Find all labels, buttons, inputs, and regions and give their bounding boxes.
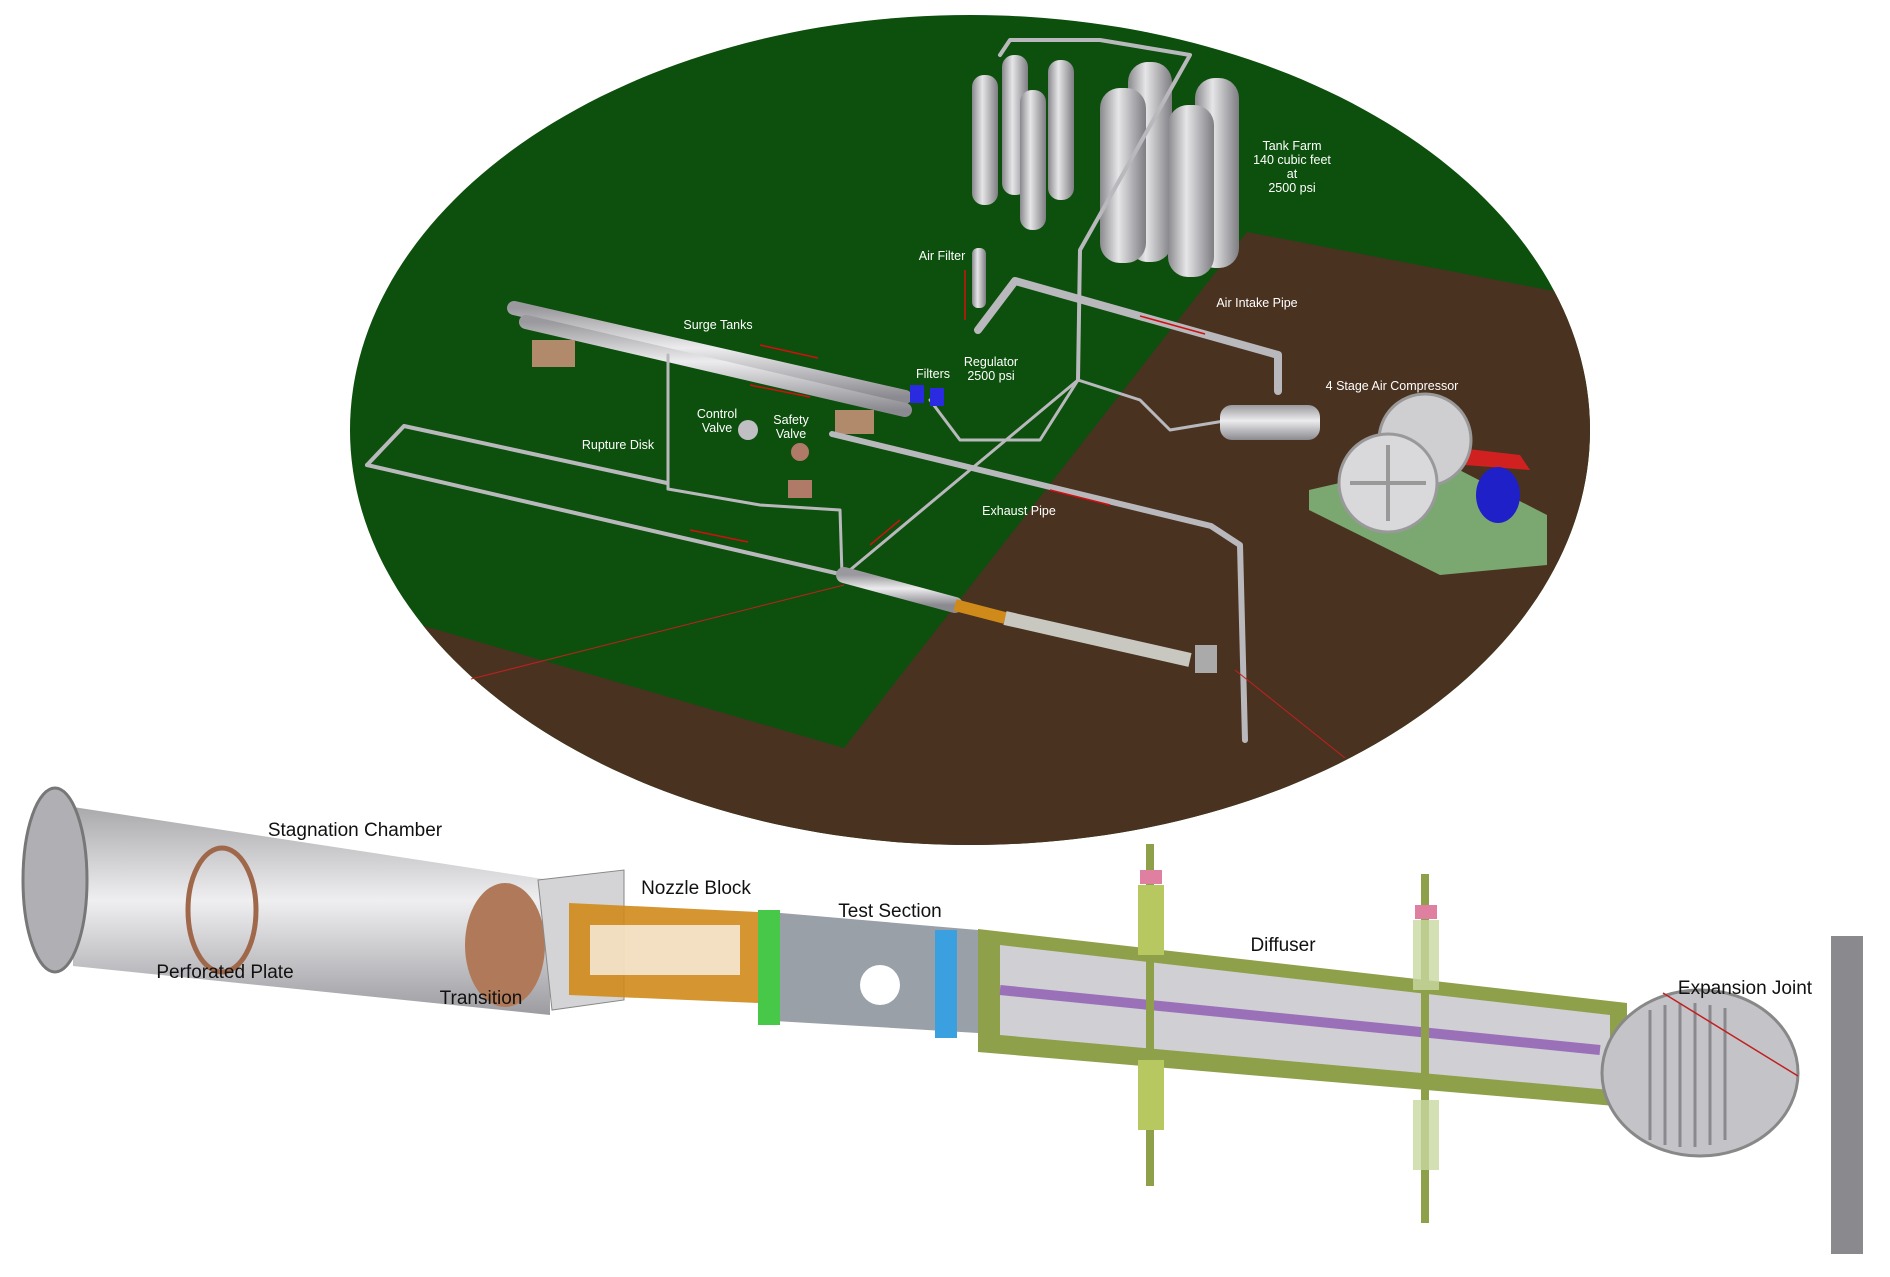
label-transition: Transition xyxy=(440,988,523,1009)
flow-direction-line xyxy=(1662,992,1799,1077)
label-compressor: 4 Stage Air Compressor xyxy=(1326,379,1459,393)
label-surge-tanks: Surge Tanks xyxy=(683,318,752,332)
expansion-joint-bellows xyxy=(1648,1003,1727,1147)
ground-area xyxy=(350,232,1590,845)
facility-overview: Tank Farm 140 cubic feet at 2500 psi Air… xyxy=(350,15,1590,845)
tank-farm xyxy=(972,38,1239,382)
surge-tank-support xyxy=(532,340,575,367)
diffuser-jack-2 xyxy=(1413,874,1439,1223)
air-filter xyxy=(972,248,986,308)
label-control-valve: Control xyxy=(697,407,737,421)
stagnation-chamber xyxy=(73,807,550,1015)
transition-cone xyxy=(465,883,545,1007)
tunnel-detail: Stagnation Chamber Perforated Plate Tran… xyxy=(21,786,1863,1254)
label-tank-farm: Tank Farm xyxy=(1262,139,1321,153)
zoom-connector-left xyxy=(470,584,845,680)
test-section-flange-left xyxy=(758,910,780,1025)
label-safety-valve-2: Valve xyxy=(776,427,806,441)
tunnel-labels: Stagnation Chamber Perforated Plate Tran… xyxy=(156,820,1812,1009)
label-tank-farm-at: at xyxy=(1287,167,1298,181)
exhaust-vertical-pipe xyxy=(1831,936,1863,1254)
label-safety-valve: Safety xyxy=(773,413,809,427)
label-air-intake-pipe: Air Intake Pipe xyxy=(1216,296,1297,310)
exhaust-pipe xyxy=(829,431,1248,743)
label-perforated-plate: Perforated Plate xyxy=(156,962,293,983)
label-air-filter: Air Filter xyxy=(919,249,966,263)
flow-arrows xyxy=(689,270,1206,546)
zoom-connector-right xyxy=(1234,669,1346,759)
label-exhaust-pipe: Exhaust Pipe xyxy=(982,504,1056,518)
label-test-section: Test Section xyxy=(838,901,942,922)
chamber-flange xyxy=(21,786,89,974)
control-valve xyxy=(738,420,758,440)
label-diffuser: Diffuser xyxy=(1250,935,1316,956)
air-compressor xyxy=(1220,392,1547,575)
diffuser-jack-1 xyxy=(1138,844,1164,1186)
surge-tank-1 xyxy=(507,301,912,404)
safety-valve xyxy=(791,443,809,461)
perforated-plate xyxy=(185,845,259,975)
label-expansion-joint: Expansion Joint xyxy=(1678,978,1813,999)
label-regulator-pressure: 2500 psi xyxy=(967,369,1014,383)
label-stagnation-chamber: Stagnation Chamber xyxy=(268,820,443,841)
facility-labels: Tank Farm 140 cubic feet at 2500 psi Air… xyxy=(582,139,1458,518)
label-tank-farm-capacity: 140 cubic feet xyxy=(1253,153,1331,167)
filter-1 xyxy=(910,385,924,403)
filter-2 xyxy=(930,388,944,406)
label-control-valve-2: Valve xyxy=(702,421,732,435)
tunnel-miniature xyxy=(836,567,1217,673)
label-filters: Filters xyxy=(916,367,950,381)
surge-tank-support xyxy=(835,410,874,434)
label-rupture-disk: Rupture Disk xyxy=(582,438,655,452)
label-tank-farm-pressure: 2500 psi xyxy=(1268,181,1315,195)
label-nozzle-block: Nozzle Block xyxy=(641,878,751,899)
loop-pipe xyxy=(365,424,669,485)
surge-tank-2 xyxy=(519,315,912,417)
test-section-flange-right xyxy=(935,930,957,1038)
label-regulator: Regulator xyxy=(964,355,1018,369)
